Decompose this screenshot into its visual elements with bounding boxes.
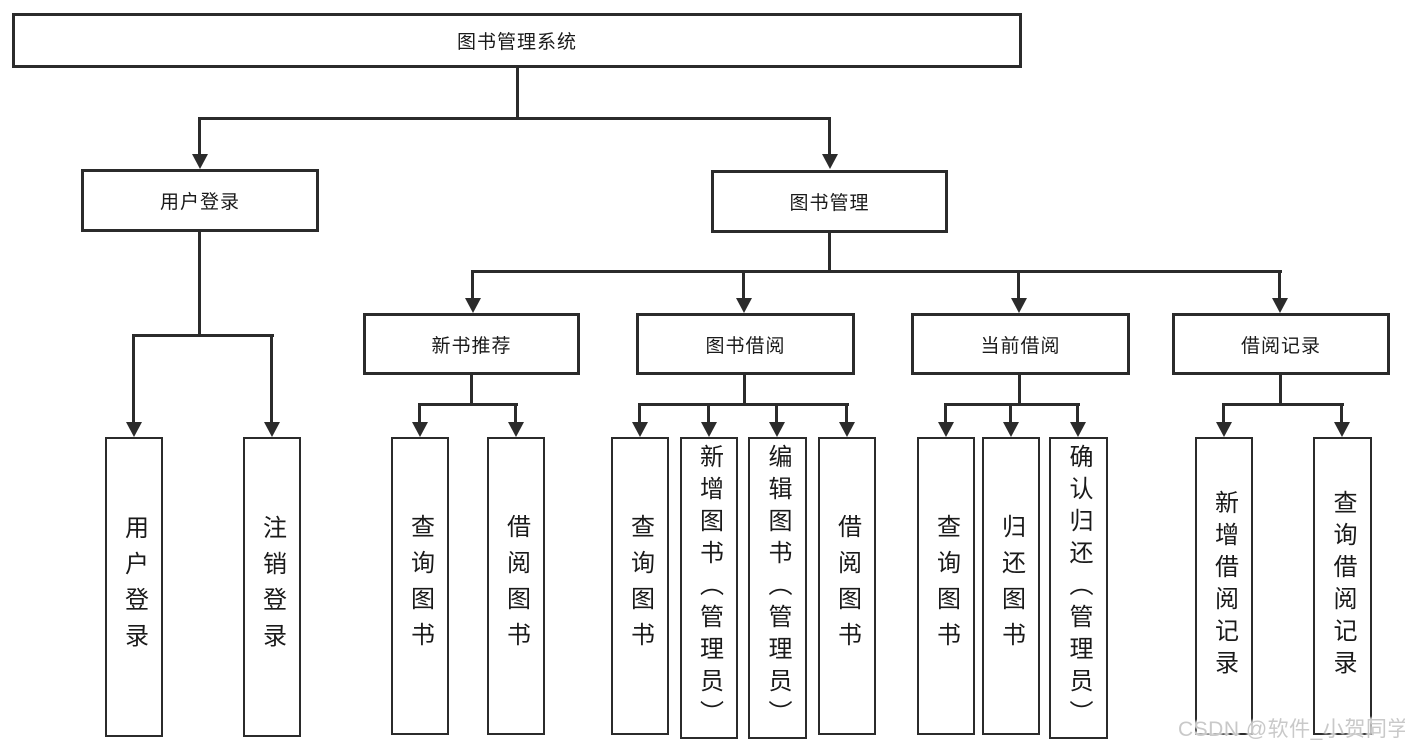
arrow-down-icon [1334, 422, 1350, 437]
connector-line [1076, 403, 1079, 425]
arrow-down-icon [1070, 422, 1086, 437]
connector-line [198, 232, 201, 337]
connector-line [828, 117, 831, 157]
connector-line [132, 334, 274, 337]
leaf-query-books-borrowing: 查询图书 [611, 437, 669, 735]
arrow-down-icon [264, 422, 280, 437]
connector-line [1340, 403, 1343, 425]
connector-line [1222, 403, 1225, 425]
arrow-down-icon [1011, 298, 1027, 313]
watermark-text: CSDN @软件_小贺同学 [1178, 718, 1405, 741]
arrow-down-icon [769, 422, 785, 437]
connector-line [828, 233, 831, 273]
leaf-edit-book-admin: 编辑图书（管理员） [748, 437, 807, 739]
arrow-down-icon [1003, 422, 1019, 437]
leaf-add-borrow-record: 新增借阅记录 [1195, 437, 1253, 735]
leaf-borrow-books-recommend: 借阅图书 [487, 437, 545, 735]
connector-line [418, 403, 518, 406]
leaf-logout: 注销登录 [243, 437, 301, 737]
connector-line [471, 270, 1282, 273]
connector-line [514, 403, 517, 425]
connector-line [707, 403, 710, 425]
connector-line [1278, 270, 1281, 300]
arrow-down-icon [632, 422, 648, 437]
connector-line [132, 334, 135, 424]
arrow-down-icon [126, 422, 142, 437]
arrow-down-icon [701, 422, 717, 437]
arrow-down-icon [839, 422, 855, 437]
connector-line [775, 403, 778, 425]
arrow-down-icon [1216, 422, 1232, 437]
connector-line [198, 117, 831, 120]
arrow-down-icon [1272, 298, 1288, 313]
arrow-down-icon [822, 154, 838, 169]
connector-line [845, 403, 848, 425]
connector-line [1018, 375, 1021, 406]
connector-line [742, 270, 745, 300]
arrow-down-icon [465, 298, 481, 313]
node-borrowing-records: 借阅记录 [1172, 313, 1390, 375]
node-book-management: 图书管理 [711, 170, 948, 233]
node-user-login: 用户登录 [81, 169, 319, 232]
arrow-down-icon [412, 422, 428, 437]
node-root: 图书管理系统 [12, 13, 1022, 68]
leaf-return-book: 归还图书 [982, 437, 1040, 735]
connector-line [471, 270, 474, 300]
arrow-down-icon [938, 422, 954, 437]
leaf-query-books-current: 查询图书 [917, 437, 975, 735]
connector-line [944, 403, 1080, 406]
arrow-down-icon [736, 298, 752, 313]
arrow-down-icon [508, 422, 524, 437]
leaf-user-login: 用户登录 [105, 437, 163, 737]
leaf-query-books-recommend: 查询图书 [391, 437, 449, 735]
connector-line [1017, 270, 1020, 300]
connector-line [1222, 403, 1344, 406]
leaf-confirm-return-admin: 确认归还（管理员） [1049, 437, 1108, 739]
connector-line [470, 375, 473, 406]
connector-line [418, 403, 421, 425]
connector-line [1009, 403, 1012, 425]
connector-line [198, 117, 201, 157]
connector-line [743, 375, 746, 406]
connector-line [944, 403, 947, 425]
connector-line [1279, 375, 1282, 406]
leaf-borrow-books-borrowing: 借阅图书 [818, 437, 876, 735]
node-book-borrowing: 图书借阅 [636, 313, 855, 375]
node-new-book-recommend: 新书推荐 [363, 313, 580, 375]
connector-line [638, 403, 641, 425]
arrow-down-icon [192, 154, 208, 169]
leaf-query-borrow-record: 查询借阅记录 [1313, 437, 1372, 735]
leaf-add-book-admin: 新增图书（管理员） [680, 437, 738, 739]
connector-line [638, 403, 849, 406]
node-current-borrowing: 当前借阅 [911, 313, 1130, 375]
connector-line [516, 66, 519, 119]
connector-line [270, 334, 273, 424]
